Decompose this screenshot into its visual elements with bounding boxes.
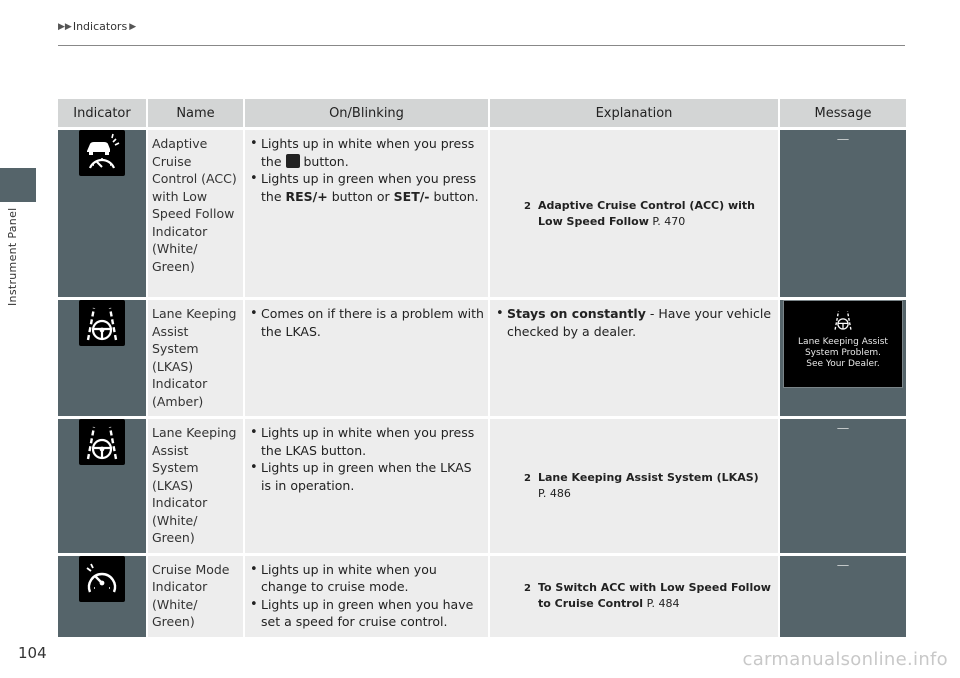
explanation-cell: 2 To Switch ACC with Low Speed Follow to… <box>488 555 778 637</box>
table-row: Lane Keeping Assist System (LKAS) Indica… <box>58 419 906 553</box>
section-tab-marker <box>0 168 36 202</box>
set-button-label: SET/- <box>393 188 430 204</box>
message-line: System Problem. <box>804 348 882 358</box>
on-blinking-cell: Lights up in white when you change to cr… <box>243 555 488 637</box>
table-row: Cruise Mode Indicator (White/ Green) Lig… <box>58 555 906 637</box>
column-header-message: Message <box>778 99 906 127</box>
table-row: Adaptive Cruise Control (ACC) with Low S… <box>58 130 906 297</box>
indicator-cell <box>58 419 146 553</box>
indicator-cell <box>58 130 146 297</box>
list-item: Stays on constantly - Have your vehicle … <box>494 305 774 340</box>
lkas-warning-icon <box>834 311 852 330</box>
reference-title: To Switch ACC with Low Speed Follow to C… <box>538 581 771 610</box>
explanation-cell: 2 Lane Keeping Assist System (LKAS) P. 48… <box>488 419 778 553</box>
breadcrumb-arrow-icon: ▶ <box>129 21 137 32</box>
table-header-row: Indicator Name On/Blinking Explanation M… <box>58 99 906 127</box>
message-cell: — <box>778 130 906 297</box>
explanation-cell: Stays on constantly - Have your vehicle … <box>488 300 778 416</box>
on-blinking-cell: Lights up in white when you press the LK… <box>243 419 488 553</box>
bullet-text: button or <box>327 188 394 204</box>
message-cell: — <box>778 555 906 637</box>
cross-reference-link[interactable]: 2 Lane Keeping Assist System (LKAS) P. 48… <box>494 470 774 502</box>
reference-arrow-icon: 2 <box>524 583 531 594</box>
message-cell: Lane Keeping Assist System Problem. See … <box>778 300 906 416</box>
message-line: See Your Dealer. <box>806 359 880 369</box>
list-item: Lights up in white when you change to cr… <box>248 561 484 596</box>
list-item: Lights up in green when the LKAS is in o… <box>248 459 484 494</box>
list-item: Lights up in green when you press the RE… <box>248 170 484 205</box>
list-item: Lights up in white when you press the LK… <box>248 424 484 459</box>
message-display-screen: Lane Keeping Assist System Problem. See … <box>783 300 903 388</box>
reference-title: Adaptive Cruise Control (ACC) with Low S… <box>538 198 755 228</box>
column-header-name: Name <box>146 99 243 127</box>
acc-low-speed-follow-icon <box>79 130 125 176</box>
column-header-indicator: Indicator <box>58 99 146 127</box>
on-blinking-cell: Comes on if there is a problem with the … <box>243 300 488 416</box>
cruise-mode-icon <box>79 555 125 602</box>
reference-page: P. 484 <box>646 597 680 610</box>
reference-arrow-icon: 2 <box>524 472 531 484</box>
indicator-name: Cruise Mode Indicator (White/ Green) <box>146 555 243 637</box>
reference-page: P. 486 <box>538 486 571 500</box>
bullet-text: Lights up in white when you press the <box>261 136 475 169</box>
cross-reference-link[interactable]: 2 Adaptive Cruise Control (ACC) with Low… <box>494 198 774 230</box>
indicator-cell <box>58 300 146 416</box>
indicator-cell <box>58 555 146 637</box>
reference-page: P. 470 <box>652 214 686 228</box>
breadcrumb-arrow-icon: ▶▶ <box>58 21 72 32</box>
column-header-explanation: Explanation <box>488 99 778 127</box>
bullet-text: button. <box>299 153 349 169</box>
table-row: Lane Keeping Assist System (LKAS) Indica… <box>58 300 906 416</box>
header-divider <box>58 45 905 46</box>
indicator-name: Lane Keeping Assist System (LKAS) Indica… <box>146 300 243 416</box>
explanation-emphasis: Stays on constantly <box>507 306 646 321</box>
lkas-icon <box>79 419 125 465</box>
acc-button-icon <box>285 153 300 168</box>
list-item: Lights up in green when you have set a s… <box>248 596 484 631</box>
message-line: Lane Keeping Assist <box>798 337 888 347</box>
indicator-name: Lane Keeping Assist System (LKAS) Indica… <box>146 419 243 553</box>
cross-reference-link[interactable]: 2 To Switch ACC with Low Speed Follow to… <box>494 580 774 612</box>
reference-arrow-icon: 2 <box>524 200 531 212</box>
on-blinking-cell: Lights up in white when you press the bu… <box>243 130 488 297</box>
column-header-on-blinking: On/Blinking <box>243 99 488 127</box>
list-item: Comes on if there is a problem with the … <box>248 305 484 340</box>
bullet-text: button. <box>429 188 479 204</box>
breadcrumb-label[interactable]: Indicators <box>72 20 128 33</box>
message-cell: — <box>778 419 906 553</box>
list-item: Lights up in white when you press the bu… <box>248 135 484 170</box>
page-number: 104 <box>18 644 47 662</box>
breadcrumb: ▶▶ Indicators ▶ <box>58 20 137 33</box>
section-label: Instrument Panel <box>6 207 19 307</box>
watermark: carmanualsonline.info <box>742 649 948 670</box>
indicator-name: Adaptive Cruise Control (ACC) with Low S… <box>146 130 243 297</box>
indicator-table: Indicator Name On/Blinking Explanation M… <box>58 96 906 640</box>
bullet-text: Lights up in green when you press the <box>261 171 477 204</box>
explanation-text: - Have your vehicle checked by a dealer. <box>507 306 772 339</box>
explanation-cell: 2 Adaptive Cruise Control (ACC) with Low… <box>488 130 778 297</box>
lkas-icon <box>79 300 125 346</box>
res-button-label: RES/+ <box>285 188 328 204</box>
reference-title: Lane Keeping Assist System (LKAS) <box>538 470 759 484</box>
